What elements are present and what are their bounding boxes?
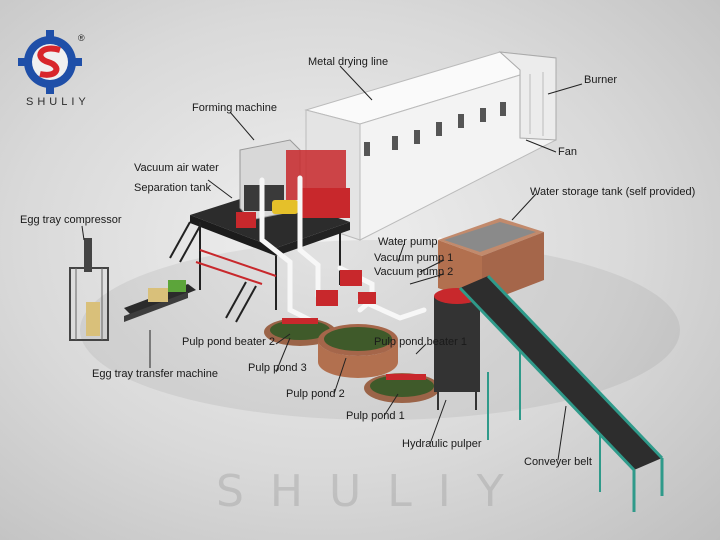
label-separation-tank: Separation tank xyxy=(134,182,212,194)
label-pulp-pond-beater-2: Pulp pond beater 2 xyxy=(182,336,275,348)
egg-tray-compressor xyxy=(69,238,109,341)
label-pulp-pond-beater-1: Pulp pond beater 1 xyxy=(374,336,467,348)
label-burner: Burner xyxy=(584,74,618,86)
label-forming-machine: Forming machine xyxy=(192,102,277,114)
label-pulp-pond-1: Pulp pond 1 xyxy=(346,410,405,422)
brand-text: SHULIY xyxy=(26,96,90,108)
label-pulp-pond-3: Pulp pond 3 xyxy=(248,362,307,374)
label-vacuum-air-water: Vacuum air water xyxy=(134,162,219,174)
label-pulp-pond-2: Pulp pond 2 xyxy=(286,388,345,400)
hydraulic-pulper xyxy=(434,288,480,410)
label-egg-tray-transfer-machine: Egg tray transfer machine xyxy=(92,368,218,380)
label-hydraulic-pulper: Hydraulic pulper xyxy=(402,438,482,450)
label-egg-tray-compressor: Egg tray compressor xyxy=(20,214,122,226)
pulp-pond-3 xyxy=(264,318,336,346)
pumps xyxy=(316,270,376,306)
conveyer-belt xyxy=(458,274,664,512)
registered-mark: ® xyxy=(78,33,85,43)
shuliy-logo-mark xyxy=(18,30,82,94)
forming-machine xyxy=(169,139,350,323)
label-metal-drying-line: Metal drying line xyxy=(308,56,389,68)
label-water-pump: Water pump xyxy=(378,236,438,248)
egg-tray-transfer-machine xyxy=(124,280,196,322)
label-water-storage-tank: Water storage tank (self provided) xyxy=(530,186,696,198)
leader-lines xyxy=(81,65,583,461)
label-vacuum-pump-1: Vacuum pump 1 xyxy=(374,252,454,264)
watermark-text: SHULIY xyxy=(216,466,530,517)
pulp-pond-2 xyxy=(318,324,398,378)
label-vacuum-pump-2: Vacuum pump 2 xyxy=(374,266,454,278)
label-conveyer-belt: Conveyer belt xyxy=(524,456,592,468)
label-fan: Fan xyxy=(558,146,577,158)
pulp-pond-1 xyxy=(364,373,440,403)
